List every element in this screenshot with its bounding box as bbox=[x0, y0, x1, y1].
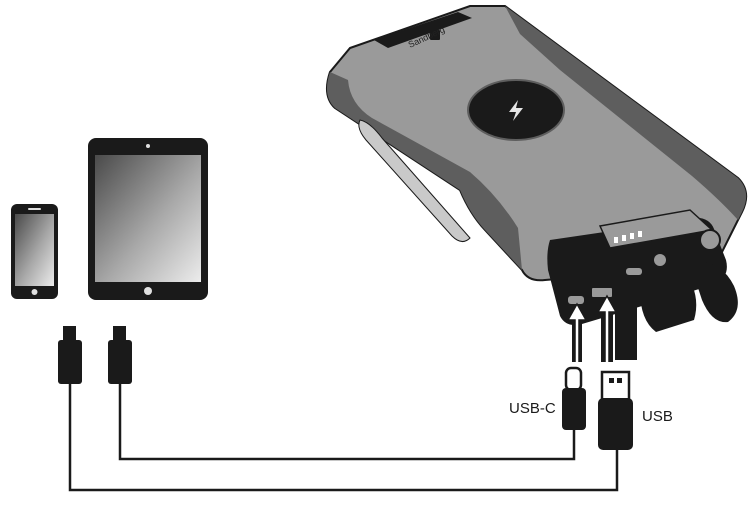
usb-c-port bbox=[568, 296, 584, 304]
usb-port bbox=[592, 288, 612, 297]
tablet-plug bbox=[108, 326, 132, 384]
usb-label: USB bbox=[642, 408, 673, 425]
usb-c-label: USB-C bbox=[509, 400, 556, 417]
dc-port bbox=[654, 254, 666, 266]
wireless-charging-pad bbox=[467, 79, 565, 141]
left-bumper bbox=[326, 72, 522, 270]
tablet bbox=[88, 138, 208, 300]
power-button bbox=[699, 229, 721, 251]
power-bank: Sandberg bbox=[325, 5, 748, 332]
right-bumper bbox=[505, 6, 747, 220]
lightning-bolt-icon bbox=[509, 100, 523, 121]
cables bbox=[68, 383, 619, 492]
phone-plug bbox=[58, 326, 82, 384]
smartphone bbox=[11, 204, 58, 299]
connection-arrows bbox=[566, 294, 637, 362]
side-slot bbox=[358, 119, 471, 242]
usb-c-plug bbox=[562, 366, 586, 430]
ipad-cable bbox=[118, 383, 576, 461]
led-indicators bbox=[614, 231, 642, 243]
usb-c-port-2 bbox=[626, 268, 642, 275]
top-rail bbox=[374, 12, 472, 48]
usb-plug bbox=[598, 370, 633, 450]
iphone-cable bbox=[68, 384, 619, 492]
